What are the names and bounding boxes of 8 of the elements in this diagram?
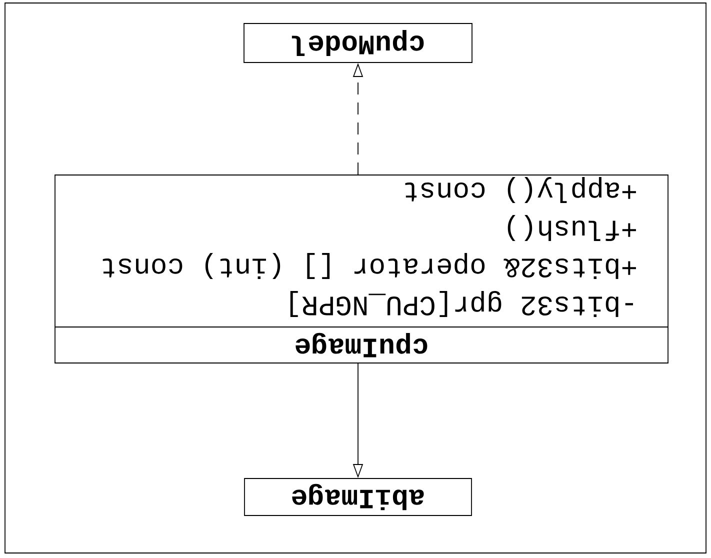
class-box: abiImage	[244, 478, 472, 516]
class-name: cpuImage	[296, 332, 428, 358]
class-box: cpuModel	[244, 23, 472, 63]
member-text: +apply() const	[405, 176, 636, 204]
member-text: +flush()	[508, 214, 636, 242]
class-box	[54, 174, 668, 364]
member-text: +bits32& operator [] (int) const	[102, 252, 636, 280]
member-text: -bits32 gpr[CPU_NGPR]	[290, 290, 633, 318]
